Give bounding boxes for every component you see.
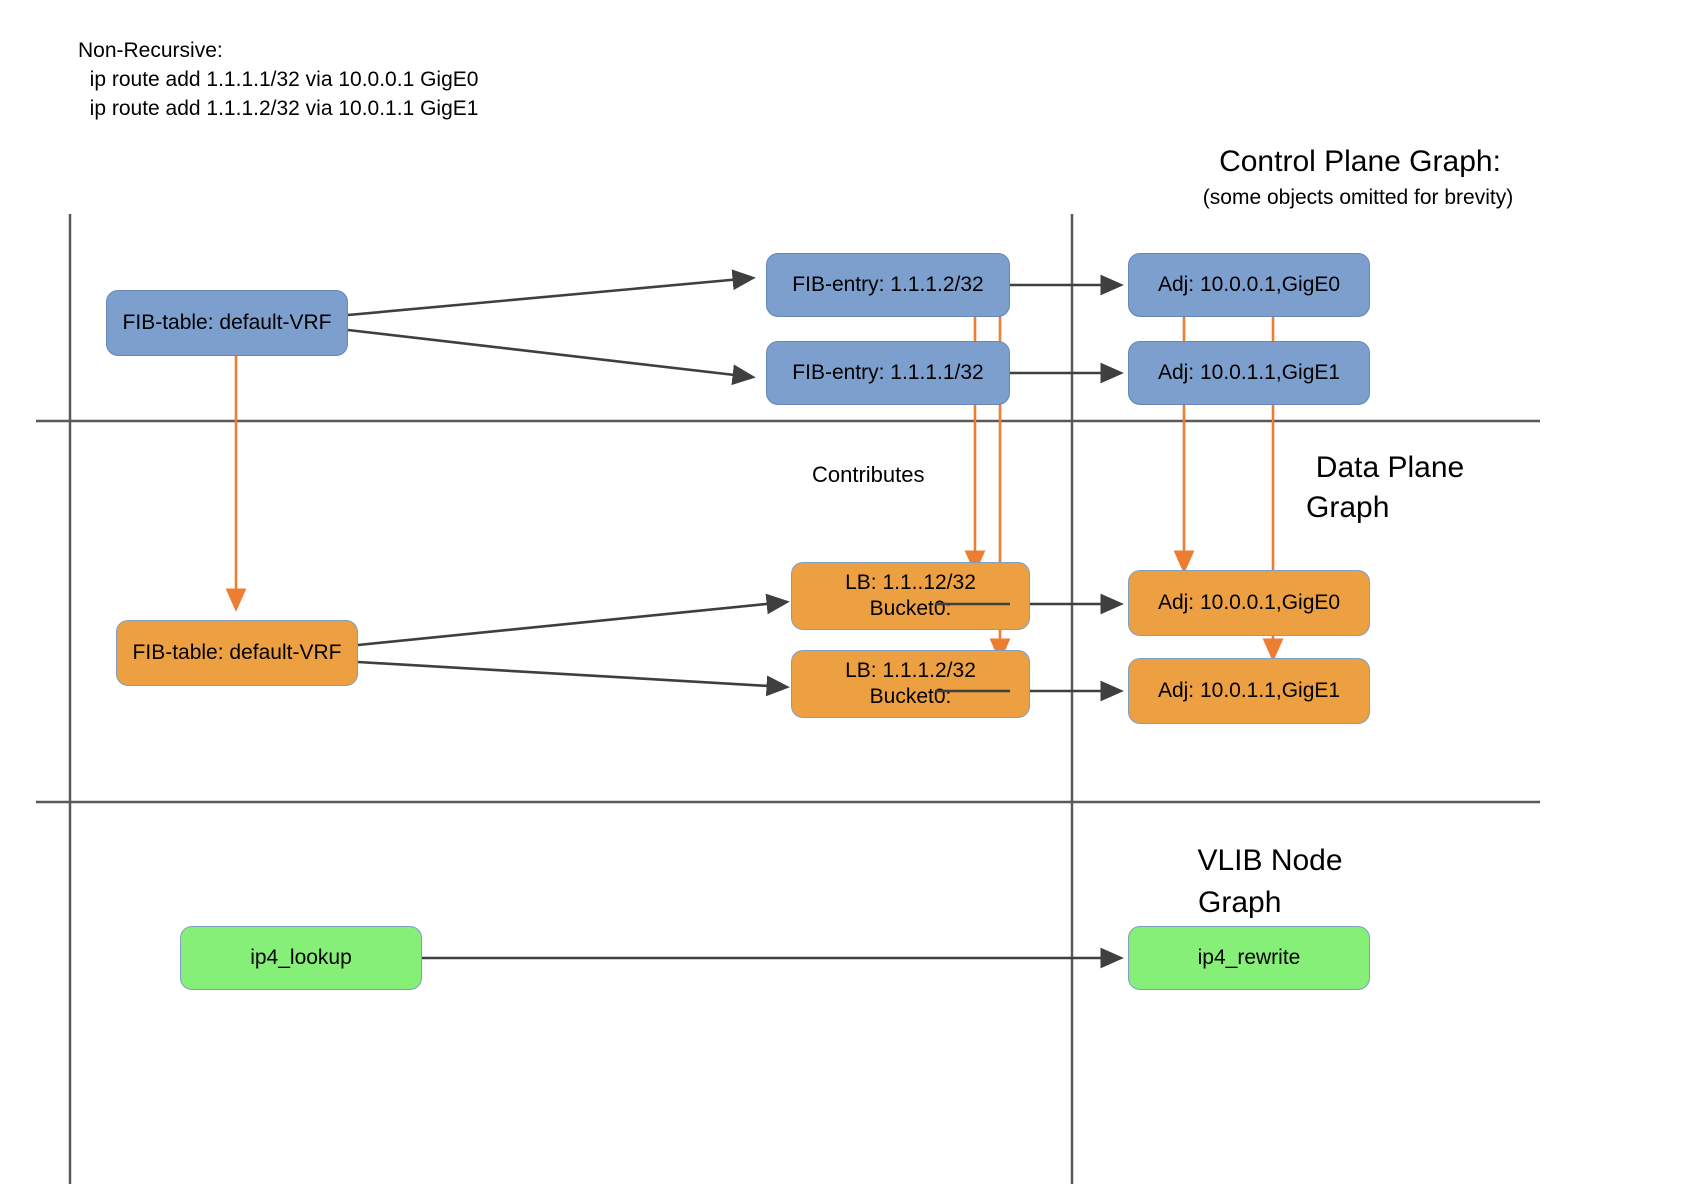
data-plane-title-line1: Data Plane: [1315, 451, 1465, 484]
annotation-line-2: ip route add 1.1.1.2/32 via 10.0.1.1 Gig…: [78, 97, 479, 120]
annotation-line-1: ip route add 1.1.1.1/32 via 10.0.0.1 Gig…: [78, 68, 479, 91]
node-control-fib-table[interactable]: FIB-table: default-VRF: [106, 290, 348, 356]
data-plane-title-line2: Graph: [1306, 491, 1390, 524]
route-config-annotation: Non-Recursive: ip route add 1.1.1.1/32 v…: [78, 36, 478, 123]
contributes-arrows: [225, 256, 1284, 662]
node-label: Adj: 10.0.1.1,GigE1: [1157, 678, 1341, 702]
node-label-title: LB: 1.1..12/32: [845, 570, 976, 594]
node-vlib-ip4-rewrite[interactable]: ip4_rewrite: [1128, 926, 1370, 990]
node-label-bucket: Bucket0:: [869, 597, 952, 620]
control-plane-title: Control Plane Graph:: [1219, 145, 1501, 178]
contributes-label: Contributes: [812, 462, 925, 487]
node-label: Adj: 10.0.0.1,GigE0: [1157, 272, 1341, 296]
node-label: FIB-entry: 1.1.1.2/32: [792, 272, 984, 296]
node-label-bucket: Bucket0:: [869, 685, 952, 708]
node-label: ip4_lookup: [250, 945, 352, 969]
node-label: FIB-table: default-VRF: [122, 310, 332, 334]
node-label-title: LB: 1.1.1.2/32: [845, 658, 976, 682]
node-vlib-ip4-lookup[interactable]: ip4_lookup: [180, 926, 422, 990]
node-data-adj-gige1[interactable]: Adj: 10.0.1.1,GigE1: [1128, 658, 1370, 724]
node-data-adj-gige0[interactable]: Adj: 10.0.0.1,GigE0: [1128, 570, 1370, 636]
node-label: FIB-entry: 1.1.1.1/32: [792, 360, 984, 384]
node-data-lb-1-1-1-1[interactable]: LB: 1.1..12/32 Bucket0:: [791, 562, 1030, 630]
node-label: Adj: 10.0.1.1,GigE1: [1157, 360, 1341, 384]
vlib-title-line1: VLIB Node: [1197, 844, 1343, 877]
node-control-fib-entry-1-1-1-1[interactable]: FIB-entry: 1.1.1.1/32: [766, 341, 1010, 405]
control-plane-subtitle: (some objects omitted for brevity): [1202, 186, 1514, 209]
node-label: Adj: 10.0.0.1,GigE0: [1157, 590, 1341, 614]
node-label: FIB-table: default-VRF: [132, 640, 342, 664]
annotation-heading: Non-Recursive:: [78, 39, 223, 62]
node-control-fib-entry-1-1-1-2[interactable]: FIB-entry: 1.1.1.2/32: [766, 253, 1010, 317]
node-data-lb-1-1-1-2[interactable]: LB: 1.1.1.2/32 Bucket0:: [791, 650, 1030, 718]
node-control-adj-gige0[interactable]: Adj: 10.0.0.1,GigE0: [1128, 253, 1370, 317]
node-control-adj-gige1[interactable]: Adj: 10.0.1.1,GigE1: [1128, 341, 1370, 405]
node-data-fib-table[interactable]: FIB-table: default-VRF: [116, 620, 358, 686]
node-label: ip4_rewrite: [1197, 945, 1301, 969]
vlib-title-line2: Graph: [1198, 886, 1282, 919]
